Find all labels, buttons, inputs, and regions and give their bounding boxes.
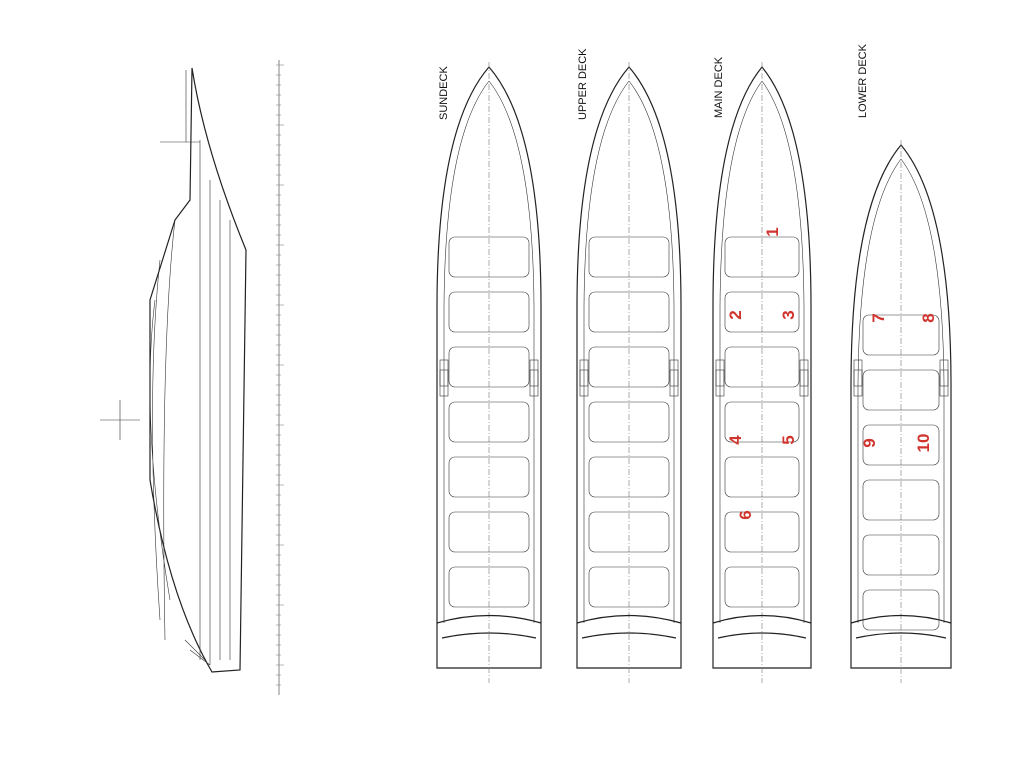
cabin-number: 3 (779, 310, 798, 319)
scale-ruler (276, 60, 284, 695)
deck-label-lower: LOWER DECK (857, 43, 869, 118)
deck-label-sundeck: SUNDECK (438, 66, 450, 120)
cabin-number: 5 (779, 435, 798, 444)
cabin-number: 1 (763, 227, 782, 236)
deck-plan-sundeck (436, 62, 542, 683)
deck-label-main: MAIN DECK (713, 56, 725, 118)
side-profile-elevation (100, 67, 247, 673)
cabin-number: 9 (860, 438, 879, 447)
deck-plan-upper (576, 62, 682, 683)
cabin-number: 4 (726, 435, 745, 445)
deck-plan-main (712, 62, 812, 683)
cabin-number: 10 (914, 434, 933, 453)
deck-label-upper: UPPER DECK (577, 48, 589, 120)
deck-plan-lower (850, 140, 952, 683)
cabin-number: 2 (726, 310, 745, 319)
cabin-number: 6 (736, 510, 755, 519)
cabin-number: 8 (919, 313, 938, 322)
cabin-number: 7 (869, 313, 888, 322)
